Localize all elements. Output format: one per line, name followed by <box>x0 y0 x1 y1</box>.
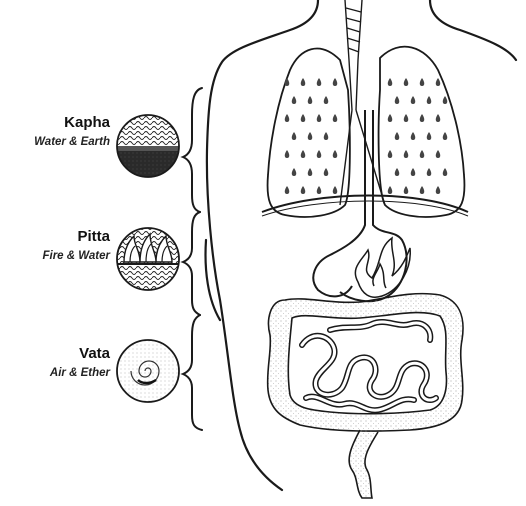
vata-swirl-icon <box>117 340 179 402</box>
pitta-flame-wave-icon <box>116 226 180 292</box>
fire-flames <box>355 238 410 297</box>
region-braces <box>183 88 202 430</box>
kapha-wave-sediment-icon <box>116 114 180 181</box>
rectum <box>349 430 378 498</box>
